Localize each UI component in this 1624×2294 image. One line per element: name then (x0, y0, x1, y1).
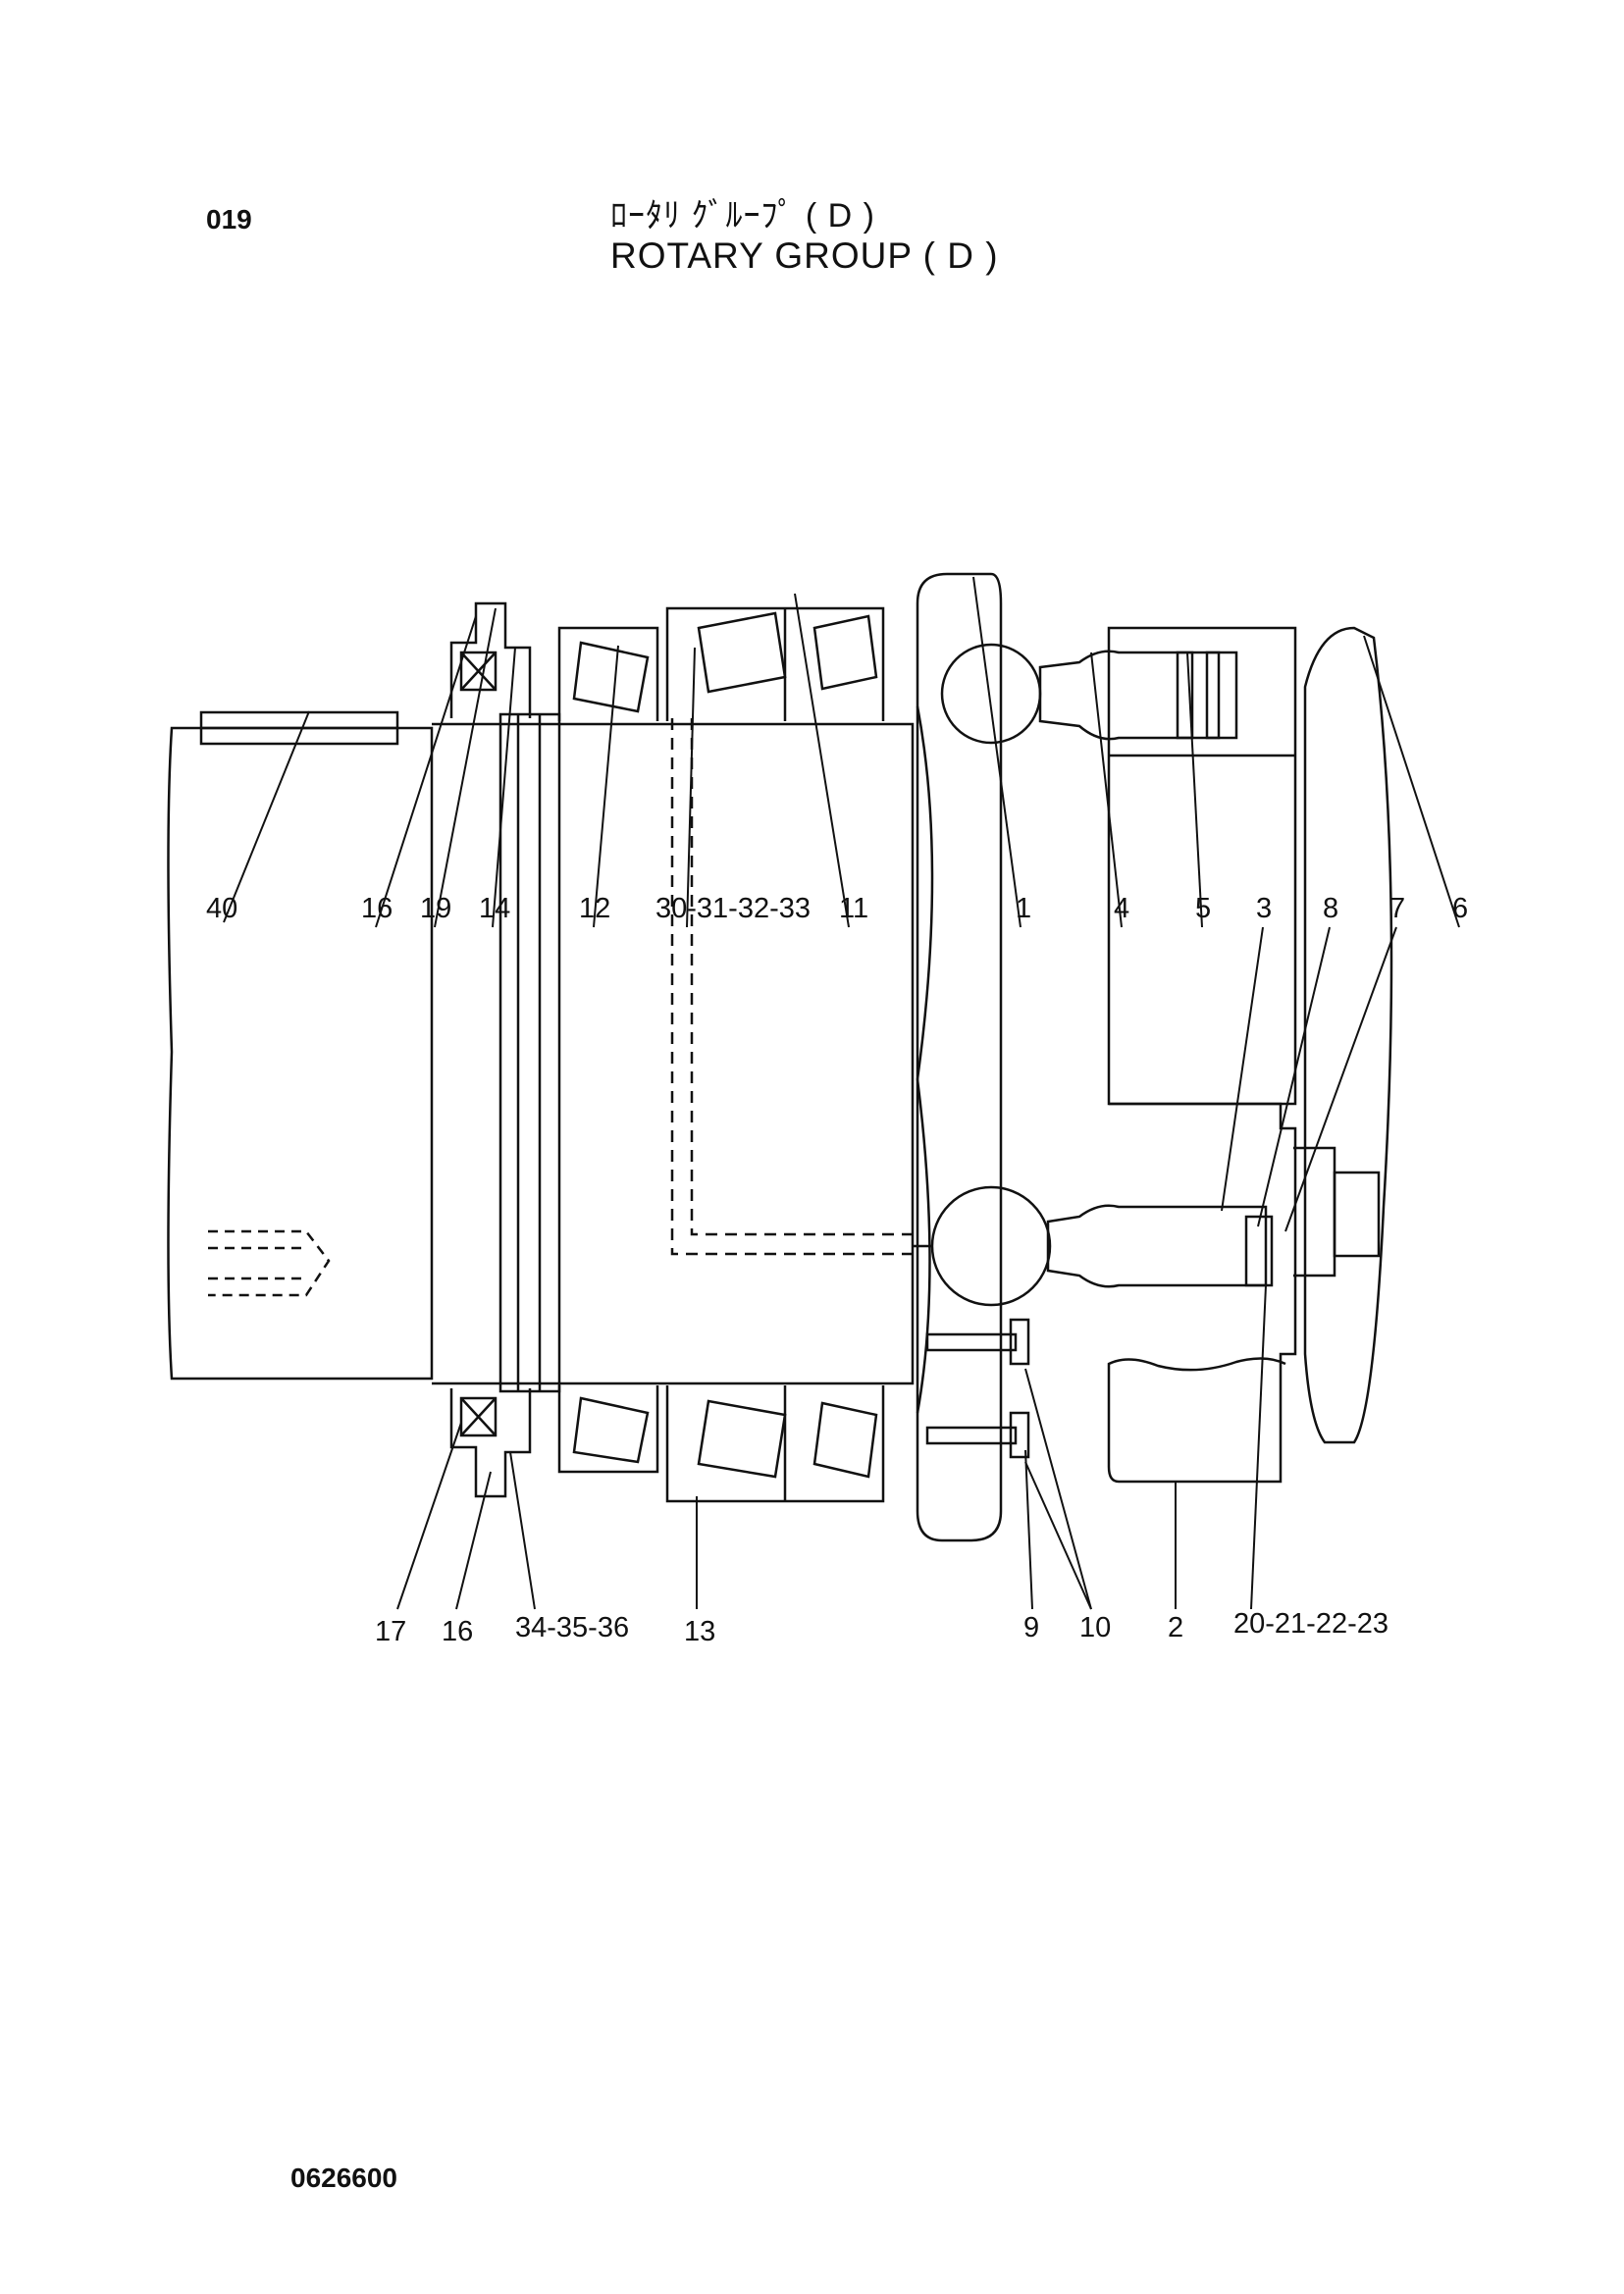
bolt-top (925, 1332, 1018, 1352)
callout-label: 8 (1323, 893, 1338, 924)
callout-label: 19 (420, 893, 451, 924)
callout-label: 3 (1256, 893, 1272, 924)
piston-bottom (1046, 1204, 1268, 1288)
swash-ball-bottom (930, 1185, 1052, 1307)
page-number: 019 (206, 204, 252, 235)
callout-label: 7 (1389, 893, 1405, 924)
title-japanese: ﾛｰﾀﾘ ｸﾞﾙｰﾌﾟ ( D ) (610, 197, 875, 235)
callout-label: 2 (1168, 1612, 1183, 1643)
valve-plate (1303, 626, 1393, 1444)
callout-label: 10 (1079, 1612, 1111, 1643)
shaft-bore (208, 1229, 331, 1297)
callout-label: 5 (1195, 893, 1211, 924)
callout-label: 16 (442, 1616, 473, 1647)
rear-bearing-bottom (665, 1385, 885, 1503)
callout-label: 13 (684, 1616, 715, 1647)
shaft-collar (498, 712, 561, 1393)
front-bearing-top (557, 626, 659, 721)
callout-label: 20-21-22-23 (1233, 1608, 1388, 1640)
title-english: ROTARY GROUP ( D ) (610, 235, 999, 276)
drawing-code: 0626600 (290, 2163, 398, 2193)
bolt-bottom (925, 1426, 1018, 1445)
oil-seal-top (459, 651, 498, 692)
oil-passage (670, 718, 913, 1256)
callout-label: 40 (206, 893, 237, 924)
callouts-bottom: 17 16 34-35-36 13 9 10 2 20-21-22-23 (375, 1608, 1388, 1647)
callout-label: 17 (375, 1616, 406, 1647)
front-bearing-bottom (557, 1385, 659, 1474)
cylinder-block (1107, 1102, 1297, 1484)
seal-cover-top (449, 601, 532, 718)
callout-label: 14 (479, 893, 510, 924)
housing-flange (916, 572, 1003, 1542)
rear-bearing-top (665, 606, 885, 721)
callout-label: 1 (1016, 893, 1031, 924)
oil-seal-bottom (459, 1396, 498, 1437)
callout-label: 4 (1114, 893, 1129, 924)
leader-lines (223, 576, 1460, 1610)
callout-label: 11 (839, 893, 868, 924)
callout-label: 9 (1023, 1612, 1039, 1643)
assembly-drawing (167, 572, 1393, 1542)
callout-label: 6 (1452, 893, 1468, 924)
swash-ball-top (940, 643, 1042, 745)
seal-cover-bottom (449, 1388, 532, 1498)
retainer (1244, 1215, 1274, 1287)
callout-label: 12 (579, 893, 610, 924)
shaft-end (167, 726, 434, 1381)
callout-label: 34-35-36 (515, 1612, 629, 1643)
callout-label: 30-31-32-33 (655, 893, 811, 924)
callout-label: 16 (361, 893, 393, 924)
callouts-top: 40 16 19 14 12 30-31-32-33 11 1 4 5 3 8 … (206, 893, 1468, 924)
